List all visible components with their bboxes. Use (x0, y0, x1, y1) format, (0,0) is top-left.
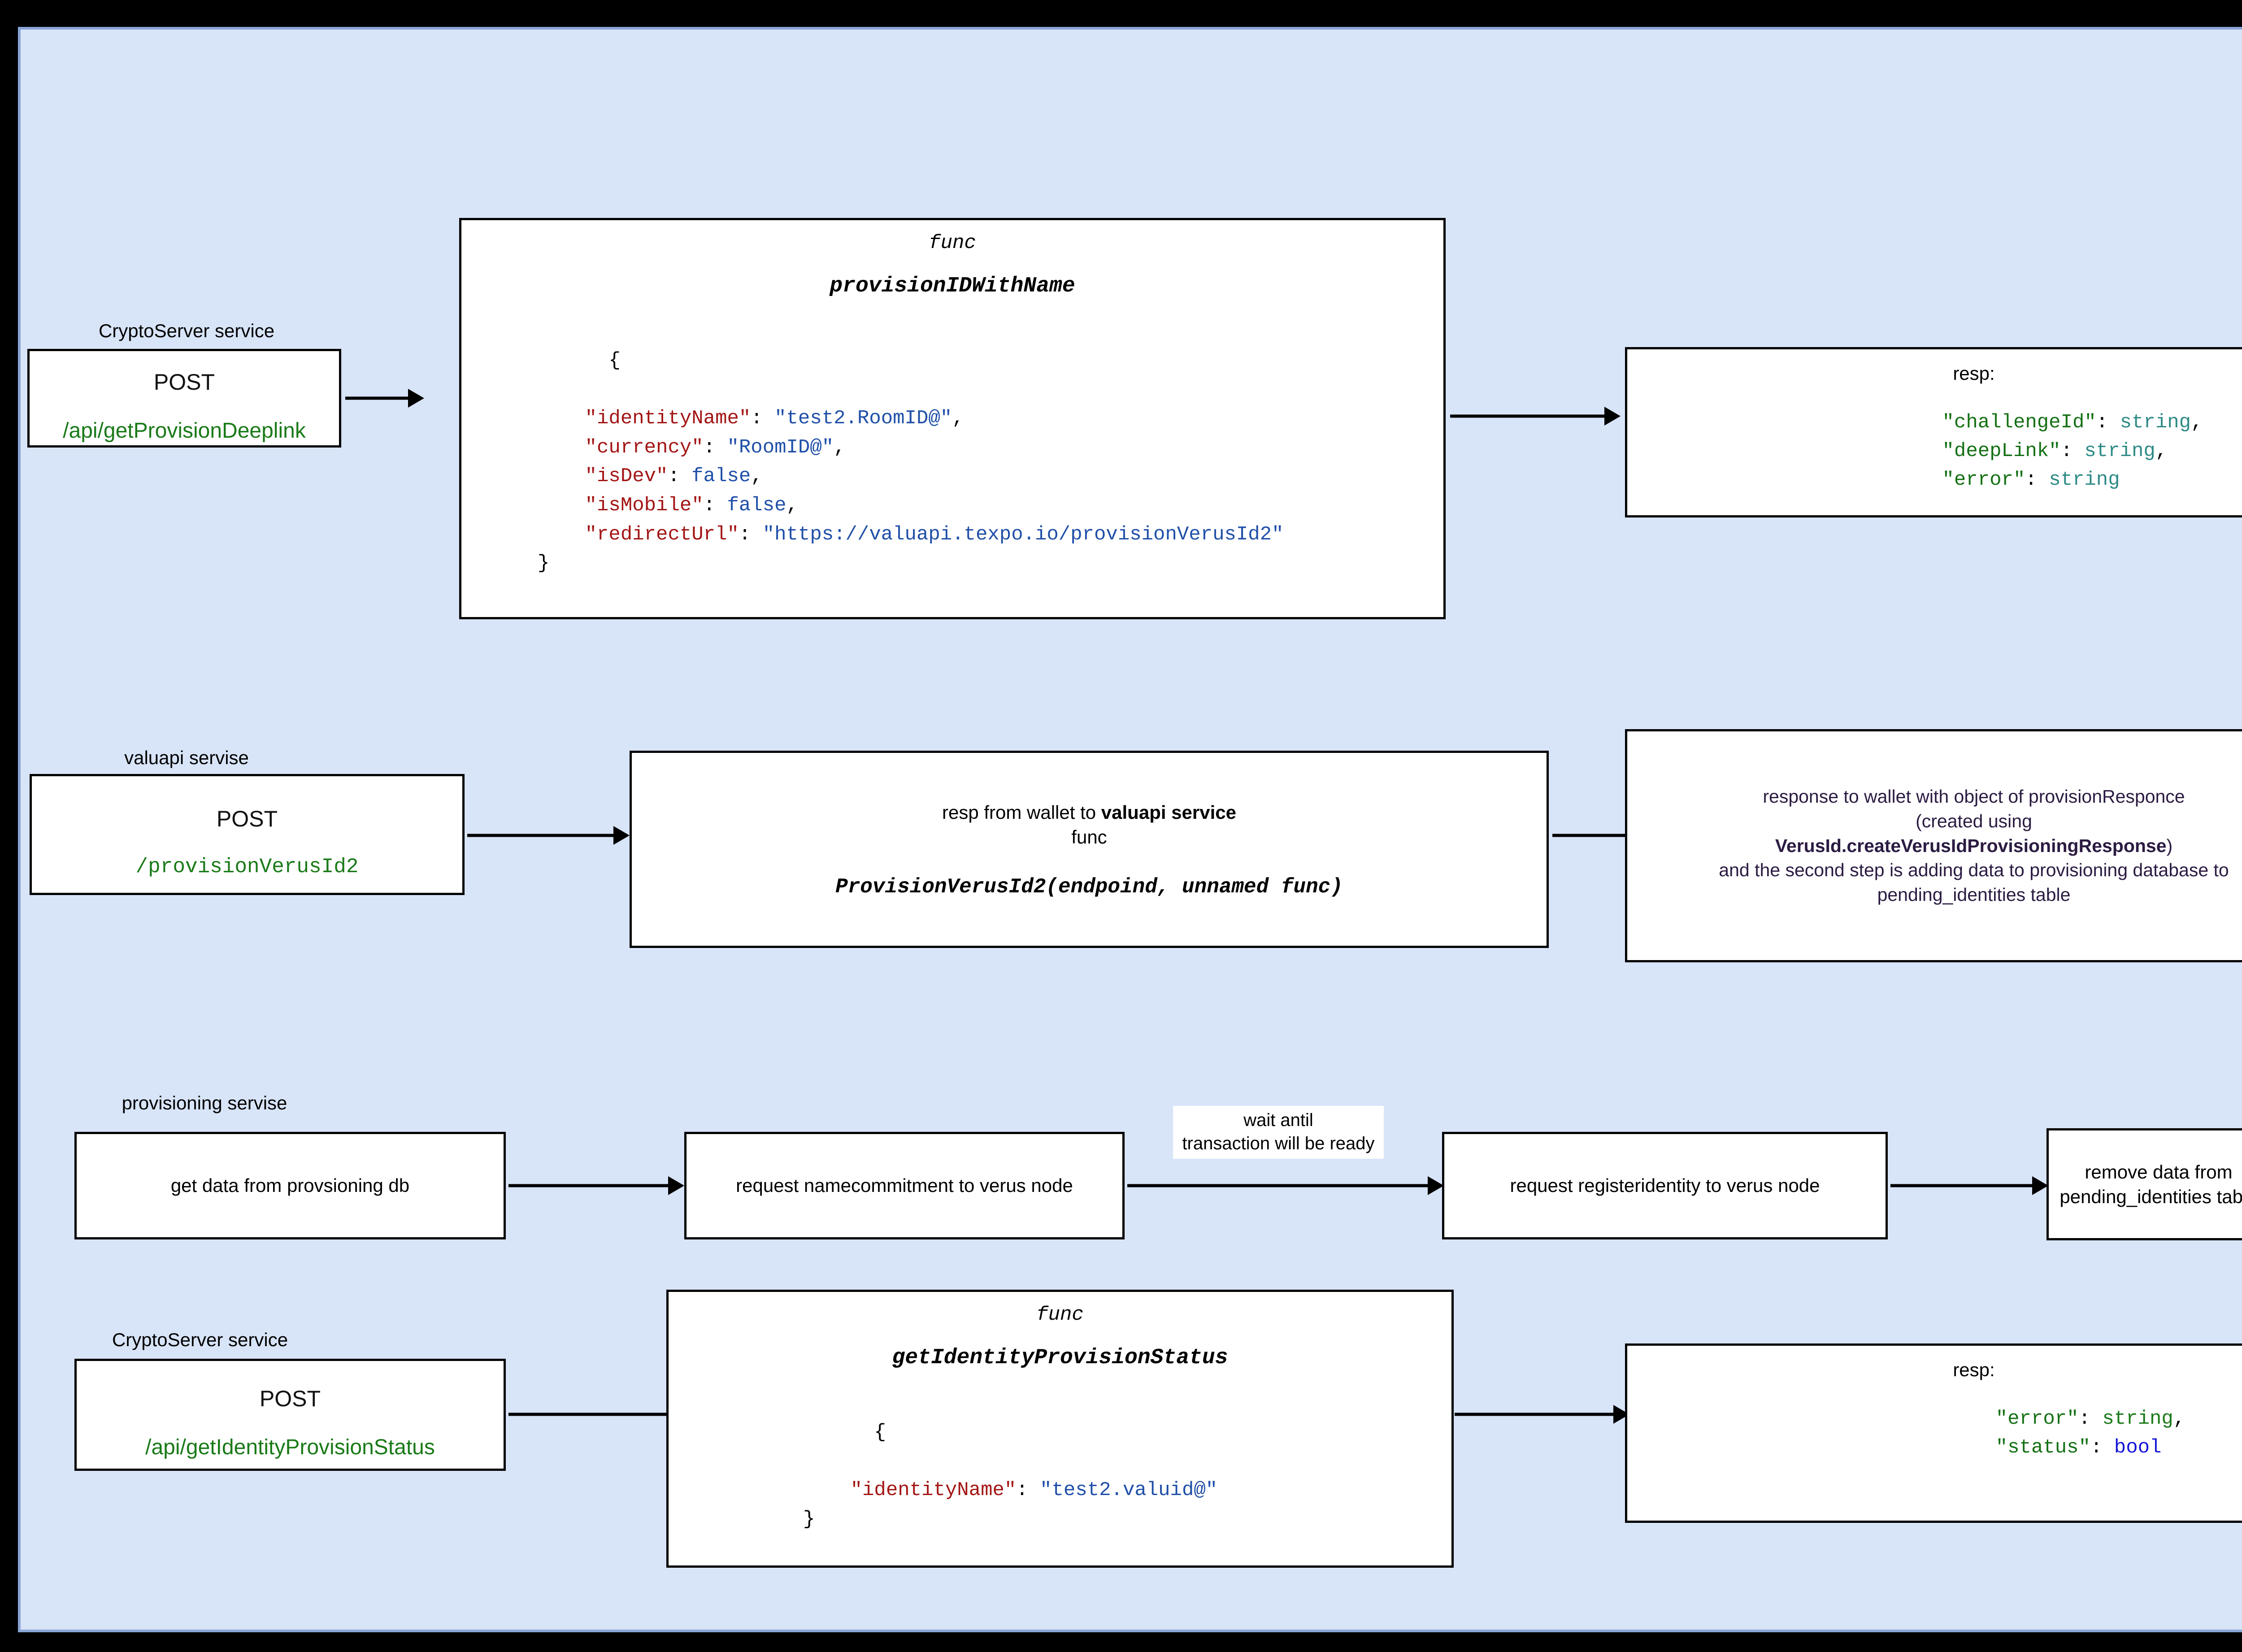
row1-http-verb: POST (153, 369, 215, 395)
row4-func-name: getIdentityProvisionStatus (892, 1346, 1228, 1370)
row2-middle-signature: ProvisionVerusId2(endpoind, unnamed func… (835, 875, 1343, 899)
row4-arrow-2 (1455, 1404, 1629, 1424)
row4-func-keyword: func (1036, 1304, 1084, 1326)
row4-endpoint-path: /api/getIdentityProvisionStatus (145, 1435, 435, 1459)
row3-box-1: get data from provsioning db (74, 1132, 506, 1239)
row4-close-brace: } (803, 1508, 815, 1530)
row1-func-keyword: func (929, 232, 976, 254)
row1-resp-body: "challengeId": string, "deepLink": strin… (1942, 411, 2203, 491)
row2-endpoint-box[interactable]: POST /provisionVerusId2 (30, 774, 465, 895)
row3-arrow-2 (1127, 1176, 1444, 1196)
row4-func-box: func getIdentityProvisionStatus { "ident… (666, 1290, 1454, 1568)
row2-middle-line1-prefix: resp from wallet to (942, 801, 1101, 823)
row2-right-line4: and the second step is adding data to pr… (1719, 860, 2229, 881)
row3-box-2-text: request namecommitment to verus node (736, 1175, 1073, 1196)
row4-json-body: { "identityName": "test2.valuid@" } (803, 1389, 1217, 1563)
row4-json-field: "identityName": "test2.valuid@" (850, 1479, 1218, 1502)
row4-resp-title: resp: (1953, 1359, 1995, 1380)
row1-json-body: { "identityName": "test2.RoomID@", "curr… (538, 317, 1284, 607)
row3-box-3: request registeridentity to verus node (1442, 1132, 1888, 1239)
row1-resp-title: resp: (1953, 363, 1995, 384)
row3-wait-note-line1: wait antil (1243, 1110, 1313, 1130)
row2-http-verb: POST (216, 806, 278, 831)
row3-wait-note: wait antil transaction will be ready (1173, 1106, 1384, 1159)
row1-resp-box: resp: "challengeId": string, "deepLink":… (1625, 347, 2242, 517)
row3-arrow-1 (508, 1176, 684, 1196)
row1-arrow-1 (345, 388, 424, 408)
row2-arrow-1 (467, 826, 630, 845)
row3-box-3-text: request registeridentity to verus node (1510, 1175, 1820, 1196)
row2-right-line2: (created using (1916, 810, 2032, 831)
row4-service-label: CryptoServer service (112, 1329, 288, 1350)
row4-http-verb: POST (259, 1386, 321, 1411)
row4-resp-body: "error": string, "status": bool (1995, 1408, 2186, 1459)
row2-right-line5: pending_identities table (1877, 884, 2071, 905)
row2-right-line1: response to wallet with object of provis… (1763, 786, 2185, 807)
row2-service-label: valuapi servise (124, 747, 249, 768)
row2-middle-box: resp from wallet to valuapi service func… (630, 751, 1549, 948)
row2-right-box: response to wallet with object of provis… (1625, 729, 2242, 962)
row3-box-1-text: get data from provsioning db (170, 1175, 410, 1196)
row1-func-name: provisionIDWithName (830, 274, 1075, 298)
row1-open-brace: { (608, 349, 621, 372)
row1-arrow-2 (1450, 406, 1621, 426)
row4-open-brace: { (874, 1421, 886, 1443)
row3-service-label: provisioning servise (122, 1092, 287, 1113)
row1-endpoint-box[interactable]: POST /api/getProvisionDeeplink (27, 349, 341, 448)
row1-endpoint-path: /api/getProvisionDeeplink (63, 418, 306, 443)
row2-right-line3-bold: VerusId.createVerusIdProvisioningRespons… (1775, 835, 2167, 856)
row2-middle-line2: func (1071, 826, 1107, 848)
row1-func-box: func provisionIDWithName { "identityName… (459, 218, 1446, 619)
row2-endpoint-path: /provisionVerusId2 (135, 855, 359, 878)
row4-endpoint-box[interactable]: POST /api/getIdentityProvisionStatus (74, 1359, 506, 1471)
diagram-canvas: CryptoServer service POST /api/getProvis… (18, 27, 2242, 1632)
row3-box-4: remove data from pending_identities tabl… (2046, 1128, 2242, 1240)
row2-right-line3: VerusId.createVerusIdProvisioningRespons… (1762, 834, 2186, 858)
row2-right-line3-suffix: ) (2166, 835, 2173, 856)
row1-close-brace: } (538, 552, 550, 575)
row2-middle-line1-bold: valuapi service (1101, 801, 1236, 823)
row3-arrow-3 (1890, 1176, 2048, 1196)
row3-box-4-text: remove data from pending_identities tabl… (2060, 1161, 2242, 1207)
row3-box-2: request namecommitment to verus node (684, 1132, 1125, 1239)
row3-wait-note-line2: transaction will be ready (1182, 1134, 1375, 1153)
row1-service-label: CryptoServer service (98, 320, 275, 341)
row4-arrow-1 (508, 1404, 684, 1424)
row2-middle-line1: resp from wallet to valuapi service (931, 800, 1247, 825)
row4-resp-box: resp: "error": string, "status": bool (1625, 1343, 2242, 1523)
row1-json-fields: "identityName": "test2.RoomID@", "curren… (585, 407, 1284, 546)
